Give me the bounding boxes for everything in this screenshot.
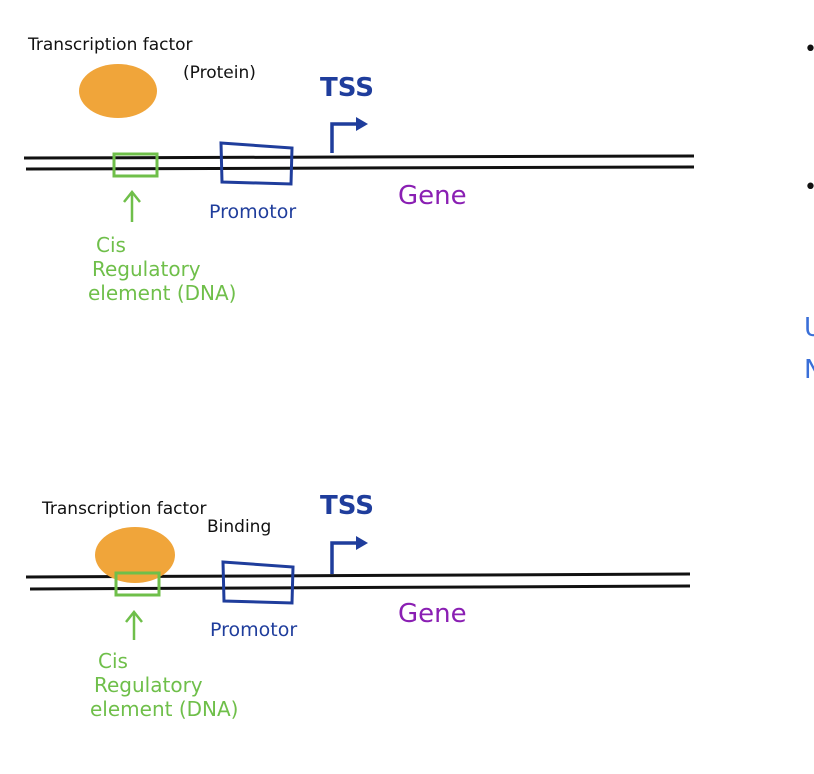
promoter-label-bottom: Promotor [210,619,297,641]
promoter-label-top: Promotor [209,201,296,223]
tss-arrowhead-top [356,117,368,131]
cis-regulatory-element-box-bottom [114,571,161,597]
bullet-1: • [804,37,814,62]
tss-arrow-top [330,122,358,153]
edge-text-u: U [804,313,814,343]
tss-label-top: TSS [320,73,374,103]
right-edge-partial-notes: • • U N [804,37,814,385]
promoter-box-bottom [221,560,295,605]
dna-strand-top-1 [23,154,695,160]
panel-top: Transcription factor (Protein) TSS Promo… [23,35,695,305]
panel-bottom: Transcription factor Binding TSS Promoto… [25,491,691,721]
cre-arrowhead-top [123,189,141,203]
cre-label-bottom-line2: Regulatory [94,673,203,697]
transcription-factor-protein [79,64,157,118]
tf-label-bottom-line1: Transcription factor [41,499,207,519]
gene-label-bottom: Gene [398,599,467,629]
cre-label-top-line1: Cis [96,233,126,257]
transcription-factor-bound [95,527,175,583]
cre-label-top-line2: Regulatory [92,257,201,281]
tf-label-top-line2: (Protein) [183,63,256,83]
edge-text-n: N [804,355,814,385]
dna-strand-bottom-2 [29,584,691,591]
tss-arrow-bottom [330,541,358,574]
cre-label-bottom-line1: Cis [98,649,128,673]
dna-strand-top-2 [25,165,695,171]
tss-label-bottom: TSS [320,491,374,521]
cre-arrowhead-bottom [125,609,143,623]
tss-arrowhead-bottom [356,536,368,550]
tf-label-top-line1: Transcription factor [27,35,193,55]
bullet-2: • [804,175,814,200]
cre-label-top-line3: element (DNA) [88,281,236,305]
promoter-box-top [219,141,294,186]
tf-label-bottom-line2: Binding [207,517,271,537]
cre-label-bottom-line3: element (DNA) [90,697,238,721]
gene-label-top: Gene [398,181,467,211]
cis-regulatory-element-box-top [112,152,159,178]
